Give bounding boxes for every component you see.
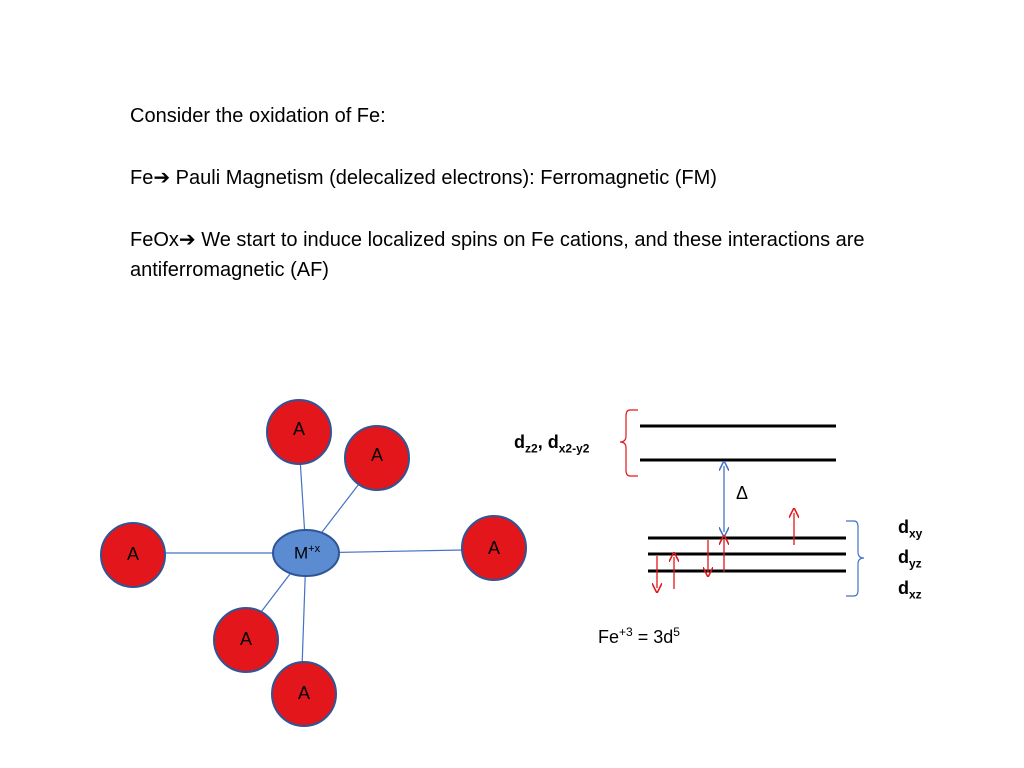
eg-label-b-sub: x2-y2: [558, 441, 590, 456]
anion-label: A: [239, 629, 252, 649]
metal-label: M+x: [294, 543, 320, 564]
anion-circle: [461, 515, 527, 581]
anion-label: A: [292, 419, 305, 439]
t2g-sub: xy: [909, 526, 923, 541]
electron-configuration: Fe+3 = 3d5: [598, 625, 680, 647]
right-arrow-icon: ➔: [178, 229, 196, 251]
anion-label: A: [487, 538, 500, 558]
fe-description: Pauli Magnetism (delecalized electrons):…: [170, 167, 717, 189]
t2g-d: d: [898, 517, 909, 537]
anion-circle: [271, 661, 337, 727]
energy-levels: [640, 424, 846, 573]
anion-circle: [100, 522, 166, 588]
intro-text: Consider the oxidation of Fe: Fe➔ Pauli …: [130, 101, 870, 285]
t2g-bracket: [846, 520, 865, 597]
spin-arrows: [657, 513, 794, 589]
anion-circle: [344, 425, 410, 491]
eg-label-a: d: [514, 432, 525, 452]
metal-charge: +x: [308, 543, 321, 555]
t2g-label-xy: dxy: [898, 517, 922, 540]
t2g-label-yz: dyz: [898, 547, 922, 570]
anion-label: A: [297, 683, 310, 703]
intro-line-fe: Fe➔ Pauli Magnetism (delecalized electro…: [130, 163, 870, 193]
t2g-label-xz: dxz: [898, 578, 922, 601]
intro-line-feox: FeOx➔ We start to induce localized spins…: [130, 225, 870, 285]
eg-label-a-sub: z2: [525, 441, 538, 456]
t2g-sub: yz: [909, 556, 922, 571]
config-element: Fe: [598, 627, 620, 647]
config-equation: = 3d: [632, 627, 674, 647]
eg-orbital-label: dz2, dx2-y2: [514, 432, 589, 455]
anion-circle: [266, 399, 332, 465]
anions: [100, 399, 527, 727]
anion-label: A: [370, 445, 383, 465]
anion-circle: [213, 607, 279, 673]
metal-symbol: M: [294, 543, 309, 563]
config-charge: +3: [619, 625, 633, 639]
fe-label: Fe: [130, 167, 154, 189]
feox-label: FeOx: [130, 229, 179, 251]
anion-label: A: [126, 544, 139, 564]
eg-bracket: [619, 409, 638, 477]
t2g-d: d: [898, 578, 909, 598]
delta-label: Δ: [736, 483, 749, 503]
eg-label-b: d: [547, 432, 559, 452]
config-exponent: 5: [673, 625, 680, 639]
eg-separator: ,: [537, 432, 543, 452]
right-arrow-icon: ➔: [153, 167, 171, 189]
t2g-sub: xz: [909, 587, 922, 602]
metal-center: [272, 529, 340, 577]
intro-heading: Consider the oxidation of Fe:: [130, 105, 386, 127]
feox-description: We start to induce localized spins on Fe…: [130, 229, 865, 281]
t2g-d: d: [898, 547, 909, 567]
